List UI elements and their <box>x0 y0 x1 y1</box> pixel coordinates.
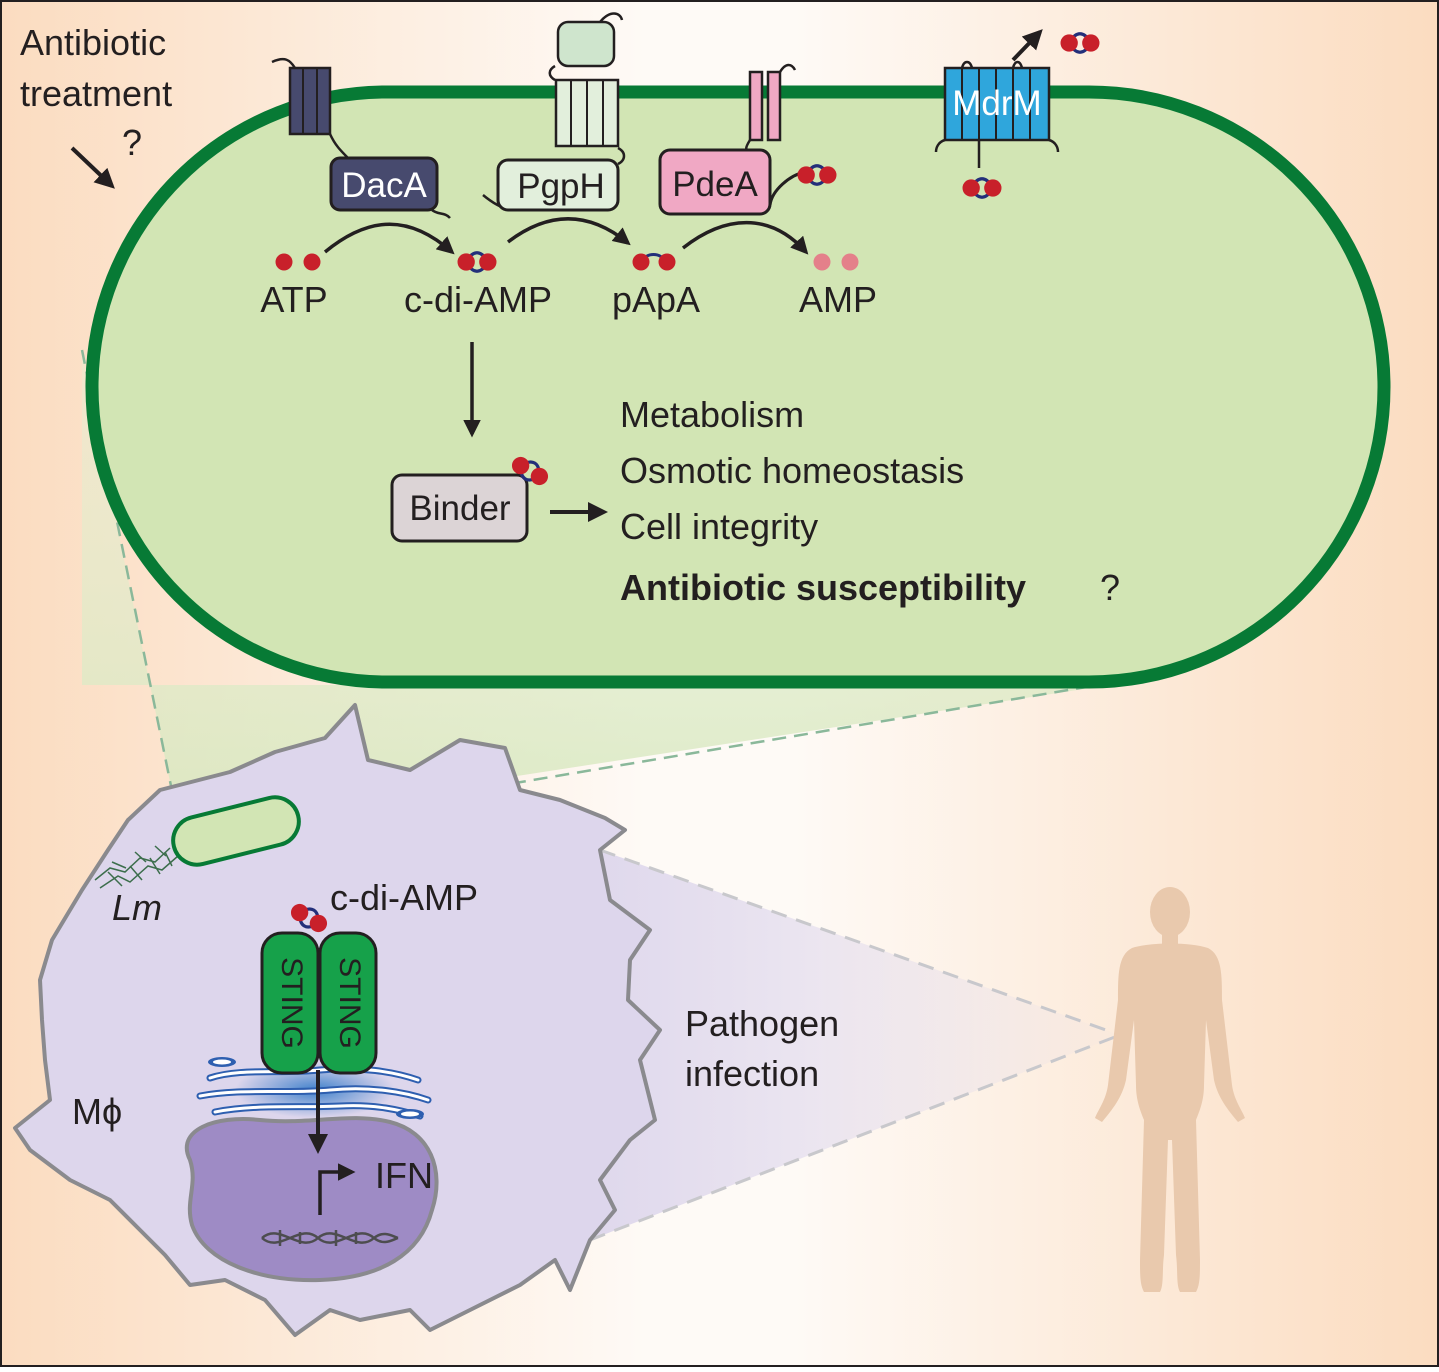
mdrm-transporter <box>934 29 1060 168</box>
binder-label: Binder <box>409 489 511 528</box>
nucleus <box>184 1116 439 1283</box>
actin-tail <box>94 845 179 889</box>
pdea-box <box>658 148 772 216</box>
atp-icon <box>275 253 293 271</box>
listeria-bacterium <box>171 795 301 867</box>
pgph-box <box>496 158 620 212</box>
pdea-label: PdeA <box>672 165 758 204</box>
daca-transmembrane <box>271 57 451 219</box>
macrophage-label: Mϕ <box>72 1091 122 1132</box>
zoom-wedge-human <box>590 850 1120 1240</box>
zoom-line-left <box>80 349 182 831</box>
papa-label: pApA <box>612 279 700 320</box>
daca-box <box>329 156 439 212</box>
outcome-osmotic: Osmotic homeostasis <box>620 450 964 491</box>
amp-icon <box>813 253 831 271</box>
zoom-wedge-bacterium <box>82 350 1110 830</box>
treatment-question: ? <box>122 122 142 163</box>
sting-monomer-right <box>318 931 378 1075</box>
outcome-question: ? <box>1100 567 1120 608</box>
mdrm-label: MdrM <box>952 84 1041 123</box>
zoom-line-human-top <box>599 848 1121 1037</box>
treatment-arrow <box>70 146 115 189</box>
pdea-transmembrane <box>745 63 797 154</box>
treatment-label-line2: treatment <box>20 73 172 114</box>
sting-monomer-left <box>260 931 320 1075</box>
amp-label: AMP <box>799 279 877 320</box>
sting-label-left: STING <box>275 957 308 1049</box>
dna-helix <box>261 1230 399 1246</box>
binder-box <box>390 473 529 543</box>
arrow-papa-to-amp <box>681 221 809 255</box>
pgph-label: PgpH <box>517 167 605 206</box>
lm-label: Lm <box>112 887 162 928</box>
ifn-label: IFN <box>375 1155 433 1196</box>
outcome-integrity: Cell integrity <box>620 506 818 547</box>
sting-label-right: STING <box>333 957 366 1049</box>
human-silhouette-icon <box>1095 887 1245 1292</box>
pgph-transmembrane <box>482 12 626 212</box>
transcription-arrow <box>318 1163 356 1215</box>
arrow-atp-to-cdiamp <box>323 222 455 255</box>
arrow-cdiamp-to-papa <box>506 217 631 246</box>
zoom-line-human-bottom <box>589 1033 1121 1242</box>
infection-label-line1: Pathogen <box>685 1003 839 1044</box>
papa-icon <box>632 253 676 271</box>
daca-label: DacA <box>341 166 427 205</box>
host-cdiamp-label: c-di-AMP <box>330 877 478 918</box>
cdiamp-label: c-di-AMP <box>404 279 552 320</box>
outcome-metabolism: Metabolism <box>620 394 804 435</box>
treatment-label-line1: Antibiotic <box>20 22 166 63</box>
infection-label-line2: infection <box>685 1053 819 1094</box>
outcome-antibiotic: Antibiotic susceptibility <box>620 567 1026 608</box>
atp-label: ATP <box>260 279 327 320</box>
